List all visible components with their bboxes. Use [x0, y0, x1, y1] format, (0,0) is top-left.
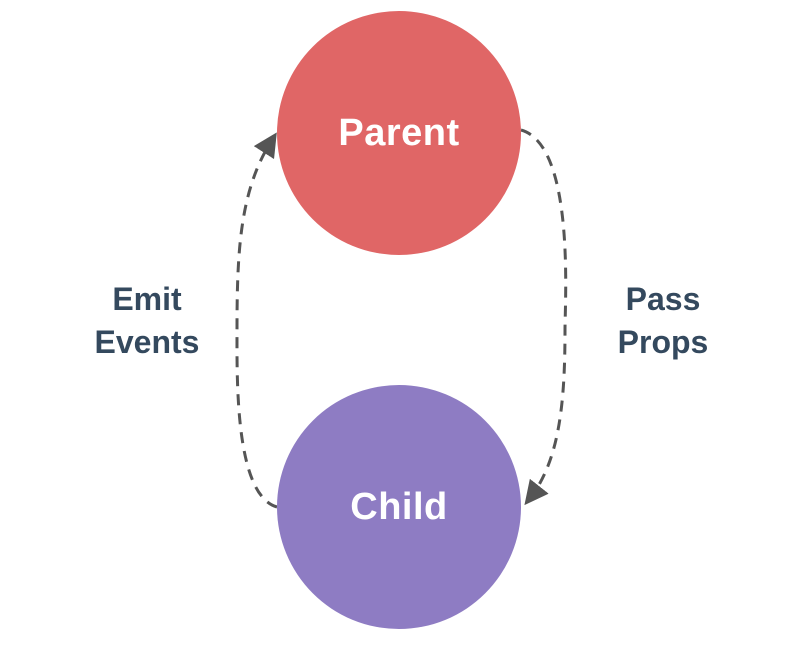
emit-events-arrow [235, 132, 278, 509]
emit-events-line1: Emit [112, 281, 182, 317]
emit-events-line2: Events [94, 324, 200, 360]
child-node: Child [277, 385, 521, 629]
pass-props-line2: Props [617, 324, 709, 360]
parent-node: Parent [277, 11, 521, 255]
emit-events-label: Emit Events [67, 278, 227, 364]
child-label: Child [350, 485, 448, 528]
pass-props-arrow [520, 128, 568, 506]
pass-props-label: Pass Props [583, 278, 743, 364]
pass-props-line1: Pass [625, 281, 701, 317]
parent-label: Parent [338, 111, 460, 154]
